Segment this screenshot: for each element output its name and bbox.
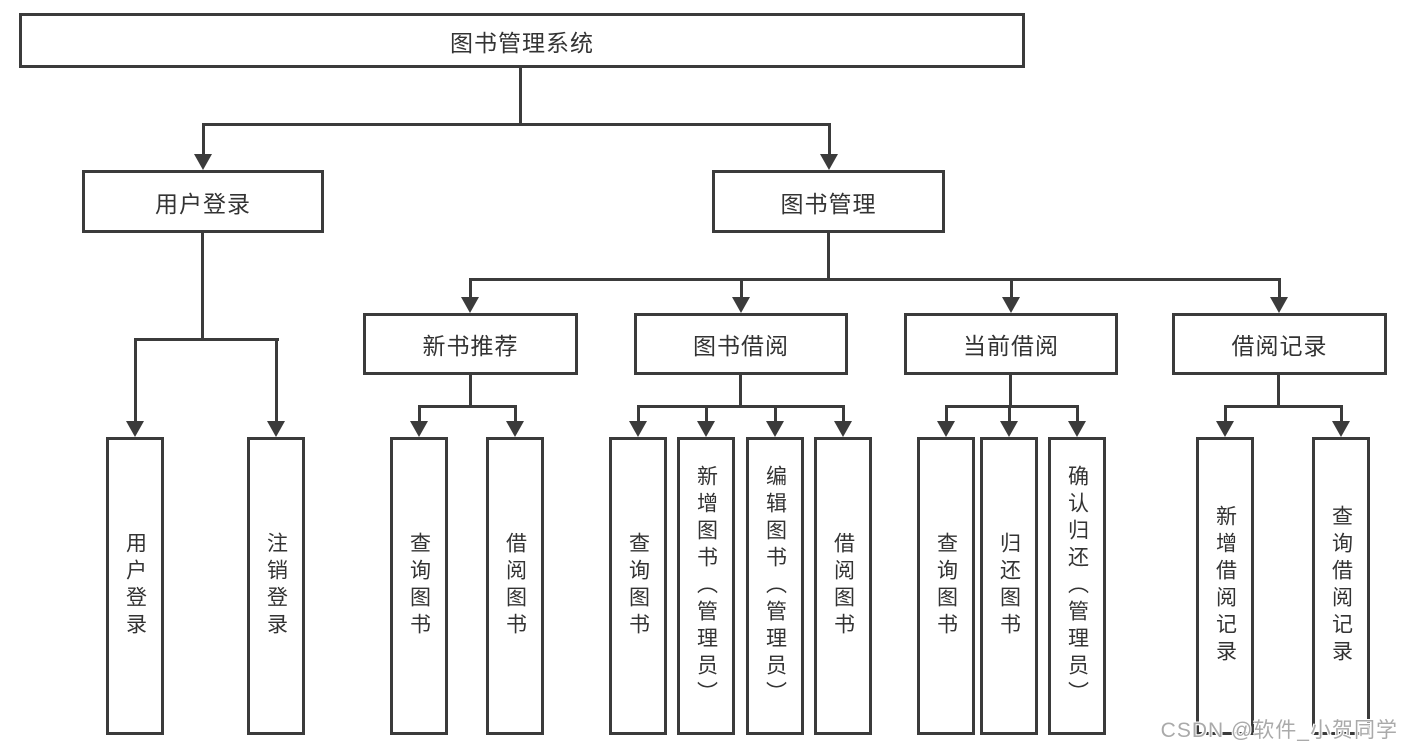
arrow-down-icon <box>126 338 144 437</box>
connector-book-mgmt-drop <box>827 233 830 281</box>
arrow-down-icon <box>1068 405 1086 437</box>
connector-current-borrow-drop <box>1009 375 1012 408</box>
leaf-current-return-books: 归还图书 <box>980 437 1038 735</box>
leaf-records-query-record: 查询借阅记录 <box>1312 437 1370 735</box>
arrow-down-icon <box>461 278 479 313</box>
connector-root-drop <box>519 68 522 126</box>
leaf-borrow-query-books-label: 查询图书 <box>626 532 650 640</box>
arrow-down-icon <box>506 405 524 437</box>
node-root-label: 图书管理系统 <box>450 29 594 56</box>
node-book-management: 图书管理 <box>712 170 945 233</box>
arrow-down-icon <box>697 405 715 437</box>
leaf-borrow-query-books: 查询图书 <box>609 437 667 735</box>
connector-borrow-records-drop <box>1277 375 1280 408</box>
leaf-current-return-books-label: 归还图书 <box>997 532 1021 640</box>
node-book-borrow: 图书借阅 <box>634 313 848 375</box>
leaf-current-query-books: 查询图书 <box>917 437 975 735</box>
leaf-records-add-record: 新增借阅记录 <box>1196 437 1254 735</box>
arrow-down-icon <box>267 338 285 437</box>
leaf-records-query-record-label: 查询借阅记录 <box>1329 505 1353 667</box>
connector-user-login-drop <box>201 233 204 341</box>
leaf-current-query-books-label: 查询图书 <box>934 532 958 640</box>
node-borrow-records-label: 借阅记录 <box>1231 333 1328 359</box>
connector-book-borrow-split <box>637 405 845 408</box>
arrow-down-icon <box>820 123 838 170</box>
node-book-management-label: 图书管理 <box>780 190 877 217</box>
node-new-book-recommend: 新书推荐 <box>363 313 578 375</box>
connector-borrow-records-split <box>1224 405 1342 408</box>
node-new-book-recommend-label: 新书推荐 <box>422 333 519 359</box>
node-borrow-records: 借阅记录 <box>1172 313 1387 375</box>
arrow-down-icon <box>410 405 428 437</box>
node-user-login-label: 用户登录 <box>155 190 251 217</box>
arrow-down-icon <box>1216 405 1234 437</box>
csdn-watermark: CSDN @软件_小贺同学 <box>1160 719 1398 742</box>
leaf-borrow-edit-books-admin-label: 编辑图书（管理员） <box>763 464 787 708</box>
arrow-down-icon <box>194 123 212 170</box>
arrow-down-icon <box>1002 278 1020 313</box>
leaf-newbook-query-books: 查询图书 <box>390 437 448 735</box>
leaf-newbook-query-books-label: 查询图书 <box>407 532 431 640</box>
leaf-user-login-label: 用户登录 <box>123 532 147 640</box>
node-user-login: 用户登录 <box>82 170 324 233</box>
arrow-down-icon <box>937 405 955 437</box>
connector-book-borrow-drop <box>739 375 742 408</box>
connector-root-split <box>202 123 831 126</box>
arrow-down-icon <box>629 405 647 437</box>
node-book-borrow-label: 图书借阅 <box>693 333 789 359</box>
leaf-records-add-record-label: 新增借阅记录 <box>1213 505 1237 667</box>
leaf-user-login: 用户登录 <box>106 437 164 735</box>
leaf-borrow-add-books-admin-label: 新增图书（管理员） <box>694 464 718 708</box>
leaf-newbook-borrow-books-label: 借阅图书 <box>503 532 527 640</box>
connector-user-login-split <box>134 338 279 341</box>
leaf-current-confirm-return-admin: 确认归还（管理员） <box>1048 437 1106 735</box>
arrow-down-icon <box>1270 278 1288 313</box>
connector-new-book-split <box>418 405 517 408</box>
leaf-borrow-borrow-books: 借阅图书 <box>814 437 872 735</box>
arrow-down-icon <box>1000 405 1018 437</box>
leaf-borrow-add-books-admin: 新增图书（管理员） <box>677 437 735 735</box>
arrow-down-icon <box>766 405 784 437</box>
leaf-newbook-borrow-books: 借阅图书 <box>486 437 544 735</box>
leaf-borrow-edit-books-admin: 编辑图书（管理员） <box>746 437 804 735</box>
arrow-down-icon <box>1332 405 1350 437</box>
node-root: 图书管理系统 <box>19 13 1025 68</box>
leaf-logout-label: 注销登录 <box>264 532 288 640</box>
leaf-logout: 注销登录 <box>247 437 305 735</box>
node-current-borrow: 当前借阅 <box>904 313 1118 375</box>
arrow-down-icon <box>834 405 852 437</box>
connector-new-book-drop <box>469 375 472 408</box>
leaf-current-confirm-return-admin-label: 确认归还（管理员） <box>1065 464 1089 708</box>
connector-current-borrow-split <box>945 405 1078 408</box>
connector-book-mgmt-split <box>469 278 1281 281</box>
leaf-borrow-borrow-books-label: 借阅图书 <box>831 532 855 640</box>
arrow-down-icon <box>732 278 750 313</box>
node-current-borrow-label: 当前借阅 <box>963 333 1059 359</box>
